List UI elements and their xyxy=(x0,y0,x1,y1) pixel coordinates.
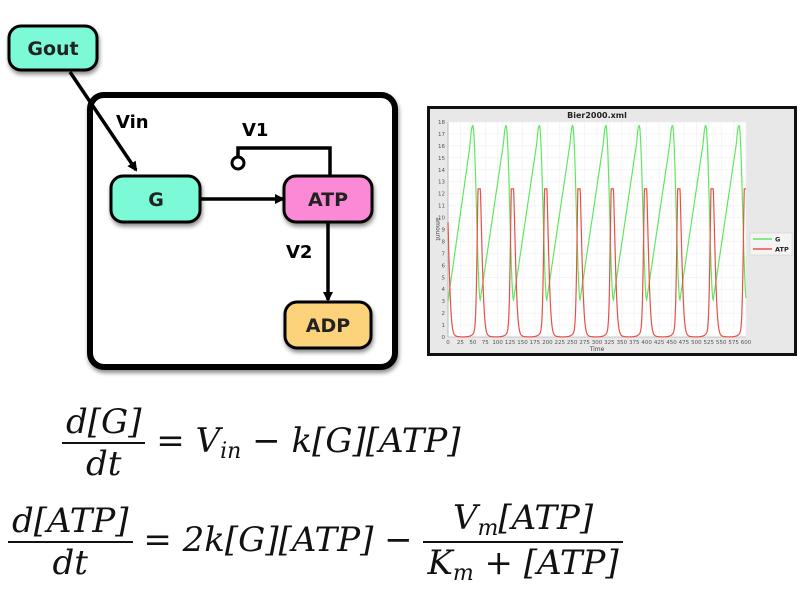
node-gout[interactable]: Gout xyxy=(7,24,99,72)
y-tick-label: 8 xyxy=(442,239,446,245)
x-tick-label: 200 xyxy=(542,340,553,346)
dg-dt-rhs-b: − k[G][ATP] xyxy=(241,421,461,461)
node-g-label: G xyxy=(148,189,164,211)
dg-dt-fraction: d[G] dt xyxy=(62,402,146,484)
x-tick-label: 100 xyxy=(492,340,503,346)
datp-dt-numerator: d[ATP] xyxy=(12,501,129,541)
equation-dg-dt: d[G] dt = Vin − k[G][ATP] xyxy=(62,402,461,484)
y-tick-label: 7 xyxy=(442,251,446,257)
legend-label-g: G xyxy=(775,236,780,244)
y-tick-label: 14 xyxy=(438,168,445,174)
node-atp-label: ATP xyxy=(308,189,348,211)
x-tick-label: 250 xyxy=(567,340,578,346)
x-tick-label: 525 xyxy=(704,340,715,346)
series-line-atp xyxy=(447,188,746,338)
node-atp[interactable]: ATP xyxy=(282,174,374,224)
reaction-label-vin: Vin xyxy=(116,112,149,133)
x-axis-label: Time xyxy=(589,346,605,353)
mm-denominator: Km + [ATP] xyxy=(423,541,623,586)
x-tick-label: 0 xyxy=(446,340,450,346)
dg-dt-rhs-a: = V xyxy=(156,421,221,461)
y-tick-label: 6 xyxy=(442,263,446,269)
pathway-diagram: Gout G ATP ADP Vin V1 V2 xyxy=(7,24,398,370)
y-tick-label: 12 xyxy=(438,192,445,198)
x-tick-label: 400 xyxy=(641,340,652,346)
y-tick-label: 17 xyxy=(438,132,445,138)
v1-modifier-circle xyxy=(230,155,246,171)
x-tick-label: 350 xyxy=(617,340,628,346)
y-tick-label: 10 xyxy=(438,216,445,222)
node-adp-label: ADP xyxy=(306,315,350,337)
y-tick-label: 13 xyxy=(438,180,445,186)
x-tick-label: 150 xyxy=(517,340,528,346)
legend-label-atp: ATP xyxy=(775,246,789,254)
dg-dt-rhs-sub: in xyxy=(220,439,242,464)
v1-modifier-line xyxy=(236,146,332,176)
legend: G ATP xyxy=(749,232,793,256)
x-tick-label: 500 xyxy=(691,340,702,346)
x-tick-label: 600 xyxy=(741,340,752,346)
y-tick-label: 5 xyxy=(442,275,446,281)
vin-arrow xyxy=(68,71,138,172)
michaelis-menten-fraction: Vm[ATP] Km + [ATP] xyxy=(423,498,623,586)
y-tick-label: 0 xyxy=(442,335,446,341)
x-tick-label: 225 xyxy=(555,340,566,346)
y-tick-label: 18 xyxy=(438,120,445,126)
y-tick-label: 9 xyxy=(442,228,446,234)
series-line-g xyxy=(447,124,747,302)
reaction-label-v1: V1 xyxy=(242,120,268,141)
equation-datp-dt: d[ATP] dt = 2k[G][ATP] − Vm[ATP] Km + [A… xyxy=(8,498,623,586)
node-g[interactable]: G xyxy=(109,174,202,224)
x-tick-label: 550 xyxy=(716,340,727,346)
dg-dt-numerator: d[G] xyxy=(66,402,142,442)
mm-numerator: Vm[ATP] xyxy=(452,498,594,541)
y-tick-label: 2 xyxy=(442,311,446,317)
y-tick-label: 1 xyxy=(442,323,446,329)
datp-dt-fraction: d[ATP] dt xyxy=(8,501,133,583)
y-tick-label: 15 xyxy=(438,156,445,162)
node-gout-label: Gout xyxy=(27,38,78,60)
y-tick-label: 4 xyxy=(442,287,446,293)
y-tick-label: 16 xyxy=(438,144,445,150)
x-tick-label: 75 xyxy=(482,340,489,346)
x-tick-label: 575 xyxy=(728,340,739,346)
reaction-label-v2: V2 xyxy=(286,242,312,263)
x-tick-label: 300 xyxy=(592,340,603,346)
x-tick-label: 325 xyxy=(604,340,615,346)
x-tick-label: 25 xyxy=(457,340,464,346)
node-adp[interactable]: ADP xyxy=(283,300,373,350)
x-tick-label: 175 xyxy=(530,340,541,346)
y-axis-label: amount xyxy=(434,217,441,241)
x-tick-label: 425 xyxy=(654,340,665,346)
x-tick-label: 475 xyxy=(679,340,690,346)
datp-dt-rhs-a: = 2k[G][ATP] − xyxy=(143,520,424,560)
dg-dt-denominator: dt xyxy=(62,442,146,484)
y-tick-label: 3 xyxy=(442,299,446,305)
compartment-box xyxy=(87,92,398,370)
datp-dt-denominator: dt xyxy=(8,541,133,583)
x-tick-label: 275 xyxy=(579,340,590,346)
x-tick-label: 50 xyxy=(469,340,476,346)
x-tick-label: 450 xyxy=(666,340,677,346)
y-tick-label: 11 xyxy=(438,204,445,210)
x-tick-label: 375 xyxy=(629,340,640,346)
x-tick-label: 125 xyxy=(505,340,516,346)
chart-title: Bier2000.xml xyxy=(567,111,627,120)
